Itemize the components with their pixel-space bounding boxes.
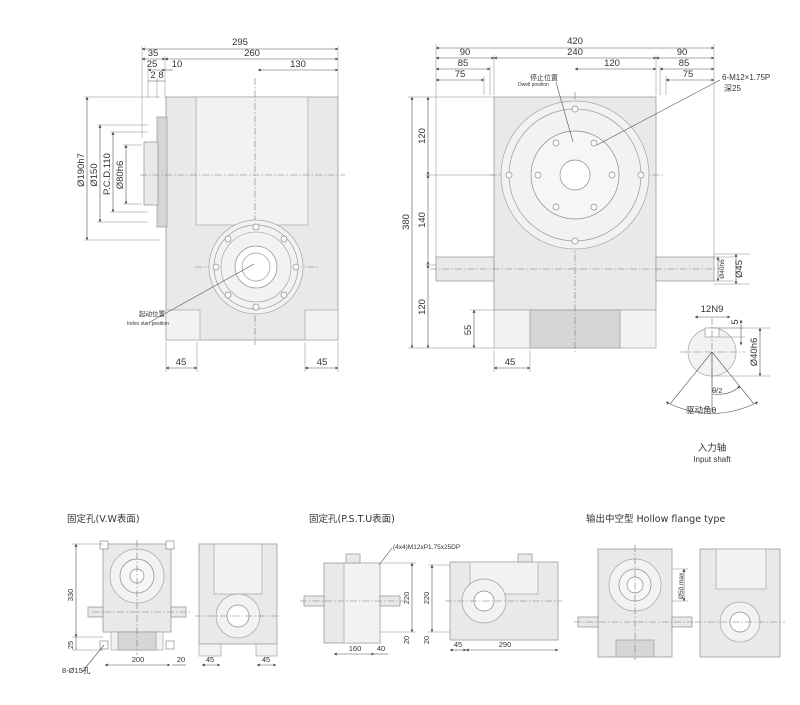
dim-140: 140 xyxy=(417,212,428,228)
caption-pstu: 固定孔(P.S.T.U表面) xyxy=(309,513,395,525)
dim-45-vw-right: 45 xyxy=(262,655,270,664)
dim-90-right: 90 xyxy=(677,47,688,58)
dim-260: 260 xyxy=(244,48,260,59)
dim-5: 5 xyxy=(730,319,741,324)
dim-295: 295 xyxy=(232,37,248,48)
dim-290: 290 xyxy=(499,640,512,649)
key-width: 12N9 xyxy=(701,304,724,315)
dim-220-front: 220 xyxy=(422,592,431,605)
dim-35: 35 xyxy=(148,48,159,59)
base-recess xyxy=(529,309,621,349)
side-view-left: 295 35 260 25 10 130 2 8 Ø190h7 Ø150 P.C… xyxy=(76,37,345,372)
dim-pcd110: P.C.D.110 xyxy=(102,153,113,195)
dwell-position-zh: 停止位置 xyxy=(530,73,558,82)
dim-45-right: 45 xyxy=(317,357,328,368)
output-center-bore xyxy=(559,159,591,191)
dim-45-pstu: 45 xyxy=(454,640,462,649)
foot-right xyxy=(304,309,339,341)
dim-8: 8 xyxy=(158,70,163,81)
dim-200: 200 xyxy=(132,655,145,664)
thread-spec-pstu: (4x4)M12xP1.75x25DP xyxy=(393,544,460,551)
dim-2: 2 xyxy=(150,70,155,81)
output-flange-side xyxy=(156,116,168,228)
dim-120-lower: 120 xyxy=(417,299,428,315)
dim-25: 25 xyxy=(147,59,158,70)
thread-depth: 深25 xyxy=(724,84,741,93)
dim-120-top: 120 xyxy=(604,58,620,69)
input-shaft-title-en: Input shaft xyxy=(693,455,731,464)
dim-380: 380 xyxy=(401,214,412,230)
output-tapped-holes xyxy=(505,105,645,245)
dim-75-left: 75 xyxy=(455,69,466,80)
drive-angle: 驱动角θ xyxy=(686,405,717,415)
dim-20-pstu: 20 xyxy=(402,636,411,644)
dim-dia50-max: Ø50 max. xyxy=(678,571,685,599)
dim-dia40h6: Ø40h6 xyxy=(749,338,760,367)
dim-45-vw-left: 45 xyxy=(206,655,214,664)
dim-220: 220 xyxy=(402,592,411,605)
dim-dia45: Ø45 xyxy=(734,260,745,278)
dim-240: 240 xyxy=(567,47,583,58)
dwell-position-en: Dwell position xyxy=(518,82,549,88)
mounting-vw: 固定孔(V.W表面) 330 25 200 20 8-Ø15孔 xyxy=(62,513,280,675)
hollow-flange-type: 输出中空型 Hollow flange type Ø50 max. xyxy=(574,513,785,660)
dim-75-right: 75 xyxy=(683,69,694,80)
mounting-pstu: 固定孔(P.S.T.U表面) (4x4)M12xP1.75x25DP 220 2… xyxy=(300,513,562,656)
input-bore xyxy=(234,245,278,289)
dim-160: 160 xyxy=(349,644,362,653)
start-position-zh: 起动位置 xyxy=(139,309,166,318)
dim-40: 40 xyxy=(377,644,385,653)
dim-330: 330 xyxy=(66,589,75,602)
caption-hollow: 输出中空型 Hollow flange type xyxy=(586,513,725,525)
output-hub-side xyxy=(143,141,159,206)
half-angle: θ/2 xyxy=(712,386,722,395)
dim-dia190: Ø190h7 xyxy=(76,153,87,187)
flange-bolt-holes xyxy=(212,223,300,311)
dim-20-vw: 20 xyxy=(177,655,185,664)
dim-dia150: Ø150 xyxy=(89,163,100,186)
dim-85-right: 85 xyxy=(679,58,690,69)
dim-55: 55 xyxy=(463,325,474,336)
input-shaft-detail: 12N9 5 Ø40h6 θ/2 驱动角θ 入力轴 Input shaft xyxy=(665,304,770,464)
dim-85-left: 85 xyxy=(458,58,469,69)
dim-dia40-shaft: Ø40h6 xyxy=(719,259,726,279)
hole-spec-vw: 8-Ø15孔 xyxy=(62,666,91,675)
input-shaft-title-zh: 入力轴 xyxy=(698,442,727,454)
dim-420: 420 xyxy=(567,36,583,47)
dim-130: 130 xyxy=(290,59,306,70)
dim-10: 10 xyxy=(172,59,183,70)
caption-vw: 固定孔(V.W表面) xyxy=(67,513,140,525)
dim-45-left: 45 xyxy=(176,357,187,368)
dim-dia80: Ø80h6 xyxy=(115,161,126,190)
dim-20-front: 20 xyxy=(422,636,431,644)
dim-25-vw: 25 xyxy=(66,641,75,649)
dim-120-upper: 120 xyxy=(417,128,428,144)
front-view-right: 420 90 240 90 85 120 85 75 75 380 120 14… xyxy=(401,36,770,372)
foot-left xyxy=(165,309,201,341)
housing-cover xyxy=(195,96,309,226)
start-position-en: Index start position xyxy=(127,321,169,327)
dim-90-left: 90 xyxy=(460,47,471,58)
dim-45: 45 xyxy=(505,357,516,368)
thread-spec: 6-M12×1.75P xyxy=(722,73,770,82)
